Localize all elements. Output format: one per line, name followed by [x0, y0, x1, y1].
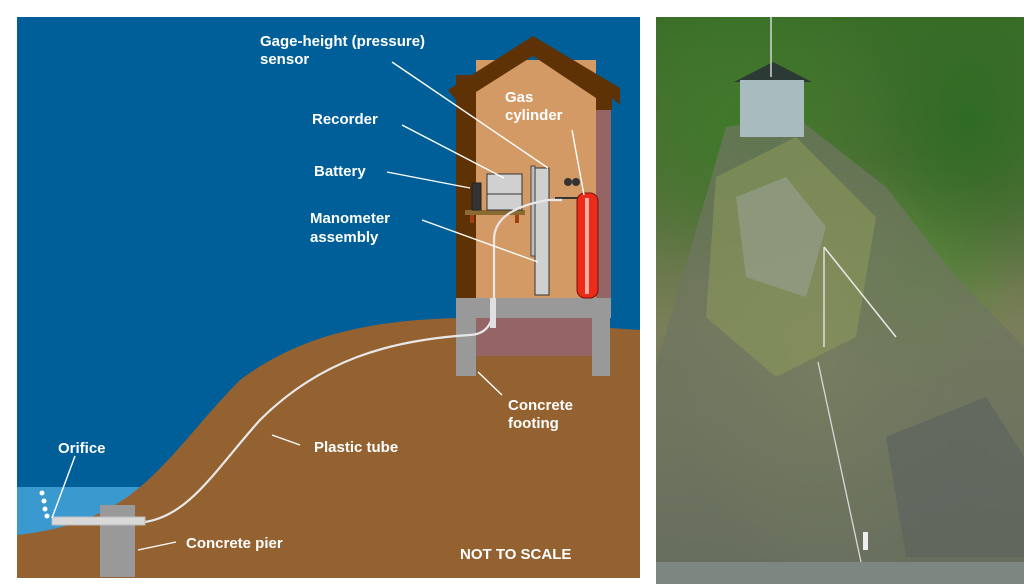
label-manometer: Manometer	[310, 210, 390, 227]
label-orifice: Orifice	[58, 440, 106, 457]
house-roof	[448, 36, 620, 110]
leader-battery	[386, 171, 471, 189]
concrete-footing-left	[456, 298, 476, 376]
label-sensor: Gage-height (pressure)	[260, 33, 425, 50]
gage-house	[740, 80, 804, 137]
manometer-side	[530, 165, 536, 257]
house-wall-right	[596, 105, 611, 298]
tube-bend	[490, 298, 496, 328]
concrete-footing-beam	[456, 298, 611, 318]
stake	[863, 532, 868, 550]
tube-in-photo	[817, 361, 862, 563]
leader-recorder	[401, 124, 505, 179]
label-not-to-scale: NOT TO SCALE	[460, 546, 571, 563]
shelf	[465, 210, 525, 215]
leader-gas	[571, 129, 585, 196]
recorder	[486, 173, 523, 195]
leader-footing	[477, 371, 503, 396]
label-concrete-footing: Concrete	[508, 397, 573, 414]
label-plastic-tube: Plastic tube	[314, 439, 398, 456]
gas-regulator	[572, 178, 580, 186]
photo-illustration	[656, 17, 1024, 584]
bubble	[41, 498, 47, 504]
leader-plastic-tube	[271, 434, 301, 446]
label-gas-cylinder: Gas	[505, 89, 533, 106]
leader-orifice	[51, 455, 76, 519]
label-concrete-footing: footing	[508, 415, 559, 432]
label-recorder: Recorder	[312, 111, 378, 128]
bubble	[39, 490, 45, 496]
label-concrete-pier: Concrete pier	[186, 535, 283, 552]
concrete-footing-right	[592, 298, 610, 376]
leader-pier	[137, 541, 177, 551]
gage-house-roof	[734, 62, 812, 82]
rock-patch	[736, 177, 826, 297]
river	[656, 562, 1024, 584]
bubble	[42, 506, 48, 512]
leader-sensor	[391, 61, 549, 169]
label-sensor: sensor	[260, 51, 309, 68]
plastic-tube	[52, 198, 562, 524]
house-wall-left	[456, 75, 476, 298]
tube-in-photo	[823, 246, 897, 338]
recorder-base	[486, 193, 523, 211]
rock-patch	[886, 397, 1024, 557]
gage-installation-diagram: Gage-height (pressure) sensor Gas cylind…	[17, 17, 640, 578]
shelf-leg	[515, 215, 519, 223]
label-manometer: assembly	[310, 229, 379, 246]
shelf-leg	[470, 215, 474, 223]
gas-regulator	[564, 178, 572, 186]
orifice-pipe	[51, 516, 146, 526]
label-battery: Battery	[314, 163, 366, 180]
label-gas-cylinder: cylinder	[505, 107, 563, 124]
gage-house-photo	[656, 17, 1024, 584]
bubble	[44, 513, 50, 519]
leader-manometer	[421, 219, 539, 263]
gas-cylinder-highlight	[585, 198, 589, 294]
concrete-pier	[100, 505, 135, 577]
manometer	[534, 167, 550, 296]
battery	[471, 182, 482, 211]
